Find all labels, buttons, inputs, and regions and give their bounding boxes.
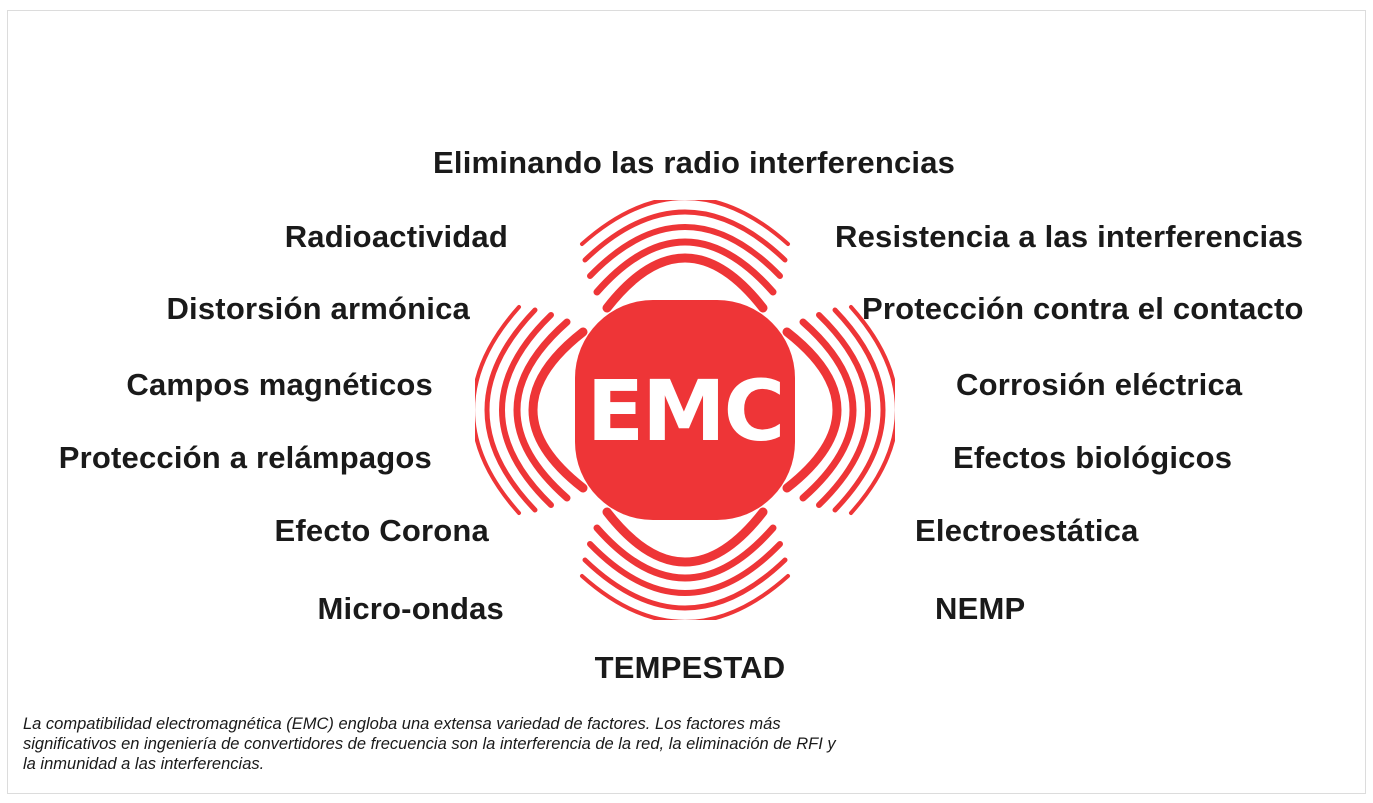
label-left-5: Efecto Corona — [274, 513, 489, 548]
label-right-6: NEMP — [935, 591, 1026, 626]
top-wave-1 — [602, 253, 768, 313]
emc-emblem: EMC — [475, 200, 895, 620]
top-wave-5 — [580, 200, 790, 246]
label-left-3: Campos magnéticos — [126, 367, 433, 402]
label-left-6: Micro-ondas — [317, 591, 504, 626]
right-wave-2 — [799, 318, 857, 502]
caption-line-1: La compatibilidad electromagnética (EMC)… — [23, 715, 781, 733]
top-wave-4 — [582, 209, 788, 263]
left-wave-2 — [513, 318, 571, 502]
label-bottom: TEMPESTAD — [594, 650, 786, 685]
right-wave-3 — [816, 312, 871, 508]
left-wave-1 — [528, 327, 588, 493]
top-wave-2 — [593, 238, 777, 296]
right-wave-4 — [832, 307, 886, 513]
caption-line-3: la inmunidad a las interferencias. — [23, 755, 265, 773]
left-wave-5 — [475, 305, 521, 515]
label-top: Eliminando las radio interferencias — [433, 145, 956, 180]
label-right-5: Electroestática — [915, 513, 1139, 548]
emc-core — [575, 300, 795, 520]
label-right-4: Efectos biológicos — [953, 440, 1233, 475]
bottom-wave-5 — [580, 574, 790, 620]
bottom-wave-4 — [582, 557, 788, 611]
bottom-wave-3 — [587, 541, 783, 596]
label-right-3: Corrosión eléctrica — [956, 367, 1243, 402]
left-wave-4 — [484, 307, 538, 513]
bottom-wave-2 — [593, 524, 777, 582]
label-left-1: Radioactividad — [284, 219, 508, 254]
right-wave-5 — [849, 305, 895, 515]
label-left-2: Distorsión armónica — [166, 291, 470, 326]
label-right-2: Protección contra el contacto — [862, 291, 1304, 326]
caption-line-2: significativos en ingeniería de converti… — [23, 735, 836, 753]
right-wave-1 — [782, 327, 842, 493]
label-left-4: Protección a relámpagos — [58, 440, 432, 475]
emc-text: EMC — [587, 362, 784, 460]
top-wave-3 — [587, 224, 783, 279]
figure-caption: La compatibilidad electromagnética (EMC)… — [23, 714, 923, 774]
label-right-1: Resistencia a las interferencias — [835, 219, 1304, 254]
bottom-wave-1 — [602, 507, 768, 567]
left-wave-3 — [499, 312, 554, 508]
